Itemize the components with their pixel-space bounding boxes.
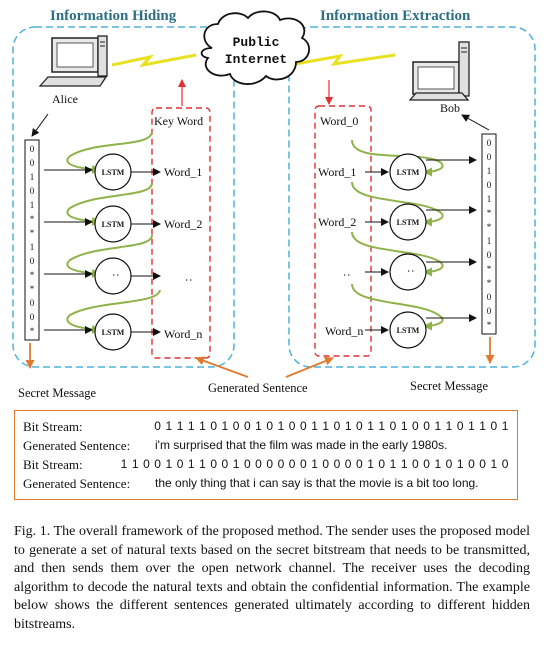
secret-bits-column-right [481, 133, 497, 335]
example-value: 1 1 0 0 1 0 1 1 0 0 1 0 0 0 0 0 0 1 0 0 … [120, 457, 509, 471]
secret-bits-right: 0 0 1 0 1 * * 1 0 * * 0 0 * [487, 138, 492, 330]
cloud-label-line2: Internet [225, 52, 287, 67]
secret-bit: * [487, 222, 492, 232]
example-value: i'm surprised that the film was made in … [155, 438, 448, 452]
example-row: Bit Stream: 0 1 1 1 1 0 1 0 0 1 0 1 0 0 … [23, 417, 509, 436]
secret-bit: 1 [487, 194, 492, 204]
secret-bit: 0 [30, 312, 35, 322]
right-word-1: Word_1 [318, 165, 356, 179]
example-value: the only thing that i can say is that th… [155, 476, 479, 490]
cloud-label-line1: Public [233, 35, 280, 50]
secret-bits-left: 0 0 1 0 1 * * 1 0 * * 0 0 * [30, 144, 35, 336]
secret-bit: 0 [487, 250, 492, 260]
lightning-left-icon [111, 53, 197, 68]
secret-bit: 0 [30, 144, 35, 154]
secret-bit: 0 [487, 180, 492, 190]
secret-bit: * [30, 326, 35, 336]
generated-right-arrow [285, 356, 334, 378]
lstm-cell-right-1: LSTM [397, 168, 420, 177]
secret-bit: * [487, 278, 492, 288]
figure-caption: Fig. 1. The overall framework of the pro… [14, 524, 530, 632]
bob-computer-icon [408, 41, 470, 101]
alice-to-bits-arrow [31, 113, 49, 137]
example-row: Bit Stream: 1 1 0 0 1 0 1 1 0 0 1 0 0 0 … [23, 455, 509, 474]
extraction-panel [288, 26, 536, 368]
example-box: Bit Stream: 0 1 1 1 1 0 1 0 0 1 0 1 0 0 … [14, 410, 518, 500]
generated-sentence-box-right [314, 105, 372, 357]
right-word-2: Word_2 [318, 215, 356, 229]
right-lstm-chain [351, 139, 477, 349]
secret-bit: 1 [487, 166, 492, 176]
secret-message-label-left: Secret Message [18, 386, 97, 400]
secret-bit: * [487, 208, 492, 218]
generated-sentence-label: Generated Sentence [208, 381, 308, 395]
lstm-cell-right-2: LSTM [397, 218, 420, 227]
secret-bit: * [30, 284, 35, 294]
left-word-ellipsis: : [183, 278, 197, 281]
secret-bits-column-left [24, 139, 40, 341]
example-row: Generated Sentence: i'm surprised that t… [23, 436, 509, 455]
lstm-cell-right-n: LSTM [397, 326, 420, 335]
lstm-cell-left-1: LSTM [102, 168, 125, 177]
bits-to-bob-arrow [461, 114, 490, 131]
secret-message-label-right: Secret Message [410, 379, 489, 393]
example-key: Bit Stream: [23, 457, 83, 472]
framework-diagram: Information Hiding Information Extractio… [12, 8, 536, 400]
secret-bit: 0 [30, 158, 35, 168]
secret-bit: 0 [30, 186, 35, 196]
left-word-1: Word_1 [164, 165, 202, 179]
right-word-n: Word_n [325, 324, 363, 338]
hiding-panel [12, 26, 235, 368]
secret-bit: 1 [487, 236, 492, 246]
example-value: 0 1 1 1 1 0 1 0 0 1 0 1 0 0 1 1 0 1 0 1 … [154, 419, 509, 433]
secret-bit: 0 [30, 298, 35, 308]
secret-bit: 0 [30, 256, 35, 266]
left-word-n: Word_n [164, 327, 202, 341]
secret-bit: * [30, 270, 35, 280]
secret-bit: 1 [30, 242, 35, 252]
secret-bit: * [30, 214, 35, 224]
secret-bit: 0 [487, 292, 492, 302]
alice-label: Alice [52, 92, 78, 106]
title-information-hiding: Information Hiding [50, 8, 177, 24]
example-key: Generated Sentence: [23, 476, 131, 491]
right-word-ellipsis: : [341, 273, 355, 276]
secret-bit: 0 [487, 306, 492, 316]
secret-bit: 1 [30, 172, 35, 182]
left-word-2: Word_2 [164, 217, 202, 231]
example-row: Generated Sentence: the only thing that … [23, 474, 509, 493]
secret-bit: * [487, 264, 492, 274]
public-internet-cloud-icon [200, 10, 310, 85]
secret-bit: * [30, 228, 35, 238]
secret-bit: * [487, 320, 492, 330]
lstm-cell-left-ellipsis: : [110, 273, 124, 276]
left-word-key: Key Word [154, 114, 203, 128]
right-word-0: Word_0 [320, 114, 358, 128]
lightning-right-icon [294, 53, 396, 67]
lstm-cell-left-2: LSTM [102, 220, 125, 229]
bob-label: Bob [440, 101, 460, 115]
lstm-cell-right-ellipsis: : [405, 269, 419, 272]
example-key: Generated Sentence: [23, 438, 131, 453]
secret-bit: 1 [30, 200, 35, 210]
left-lstm-chain [44, 131, 161, 351]
title-information-extraction: Information Extraction [320, 8, 471, 24]
alice-computer-icon [38, 35, 108, 87]
secret-bit: 0 [487, 152, 492, 162]
secret-bit: 0 [487, 138, 492, 148]
generated-sentence-box-left [151, 107, 211, 359]
example-key: Bit Stream: [23, 419, 83, 434]
generated-left-arrow [195, 356, 249, 378]
lstm-cell-left-n: LSTM [102, 328, 125, 337]
